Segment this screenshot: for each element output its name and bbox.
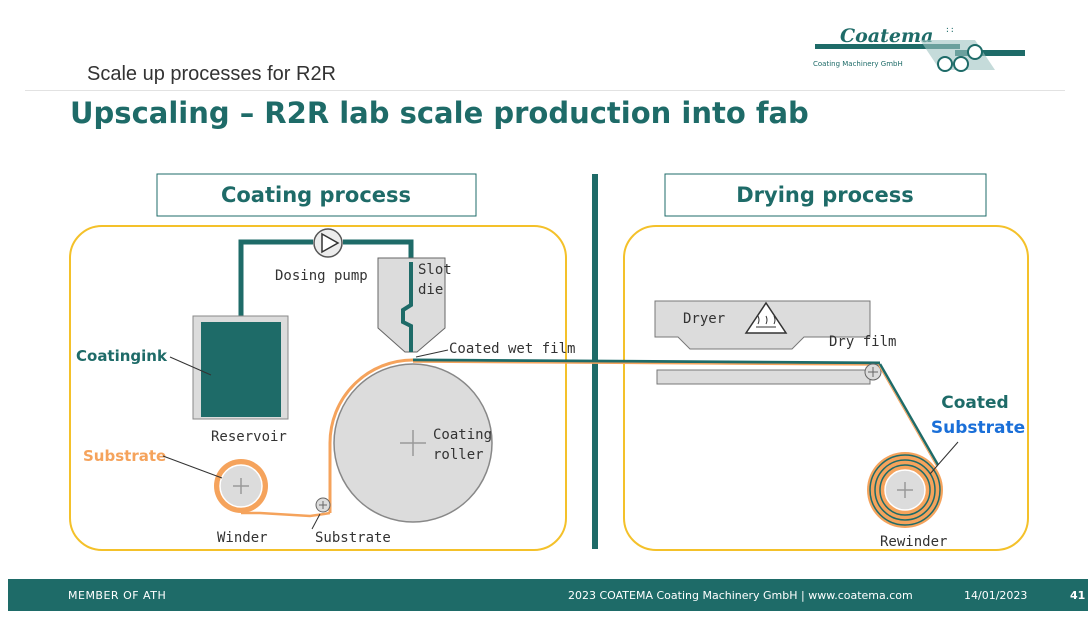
drying-frame [623, 225, 1029, 551]
copyright-link[interactable]: 2023 COATEMA Coating Machinery GmbH | ww… [568, 589, 913, 602]
slot-label: Slot [418, 262, 452, 278]
die-label: die [418, 282, 443, 298]
member-label: MEMBER OF ATH [68, 589, 167, 602]
coating-frame [69, 225, 567, 551]
page-number: 41 [1070, 589, 1086, 602]
coatema-logo: Coatema :: Coating Machinery GmbH [813, 25, 1025, 72]
coated-substrate-label: Substrate [931, 418, 1025, 438]
coated-wet-film-label: Coated wet film [449, 341, 575, 357]
drying-process-title: Drying process [736, 183, 913, 207]
header-divider [25, 90, 1065, 91]
coating-process-title: Coating process [221, 183, 411, 207]
coating-process-box [156, 173, 477, 217]
roller-label: roller [433, 447, 484, 463]
winder-label: Winder [217, 530, 268, 546]
substrate-orange-label: Substrate [83, 447, 166, 465]
drying-process-box [664, 173, 987, 217]
logo-wordmark: Coatema [840, 25, 933, 47]
reservoir-label: Reservoir [211, 429, 287, 445]
dryer-bottom [656, 369, 871, 385]
dry-film-label: Dry film [829, 334, 896, 350]
page-title: Upscaling – R2R lab scale production int… [70, 96, 809, 130]
dosing-pump-label: Dosing pump [275, 268, 368, 284]
section-subtitle: Scale up processes for R2R [87, 63, 337, 85]
dryer-label: Dryer [683, 311, 725, 327]
logo-tagline: Coating Machinery GmbH [813, 60, 903, 68]
svg-text:::: :: [945, 25, 955, 34]
footer-bar: MEMBER OF ATH 2023 COATEMA Coating Machi… [8, 579, 1088, 611]
coated-label: Coated [941, 393, 1008, 413]
footer-date: 14/01/2023 [964, 589, 1028, 602]
rewinder-label: Rewinder [880, 534, 947, 550]
heat-warning-icon [744, 301, 788, 334]
substrate-label: Substrate [315, 530, 391, 546]
coating-label: Coating [433, 427, 492, 443]
coating-ink-label: Coatingink [76, 347, 168, 365]
